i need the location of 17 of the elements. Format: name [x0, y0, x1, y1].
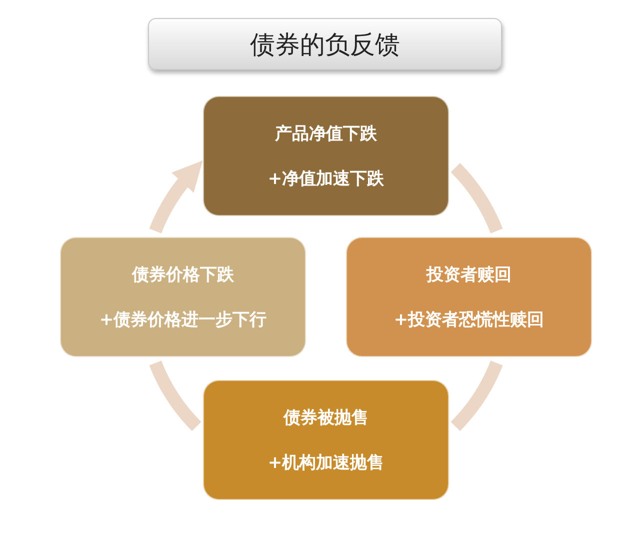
step-detail: +机构加速抛售	[268, 452, 384, 474]
step-box	[203, 380, 449, 500]
title-banner: 债券的负反馈	[148, 18, 502, 70]
step-detail: +净值加速下跌	[268, 168, 384, 190]
step-box	[203, 96, 449, 216]
step-title: 债券被抛售	[284, 407, 368, 429]
step-detail: +债券价格进一步下行	[99, 309, 267, 331]
cycle-arc	[149, 358, 202, 432]
cycle-arc	[450, 358, 503, 432]
step-detail: +投资者恐慌性赎回	[394, 309, 544, 331]
step-box	[346, 237, 592, 357]
step-title: 债券价格下跌	[132, 264, 234, 286]
cycle-arc	[450, 162, 503, 236]
step-box	[60, 237, 306, 357]
cycle-arrow	[149, 160, 203, 236]
step-title: 产品净值下跌	[275, 123, 377, 145]
step-title: 投资者赎回	[426, 264, 512, 286]
